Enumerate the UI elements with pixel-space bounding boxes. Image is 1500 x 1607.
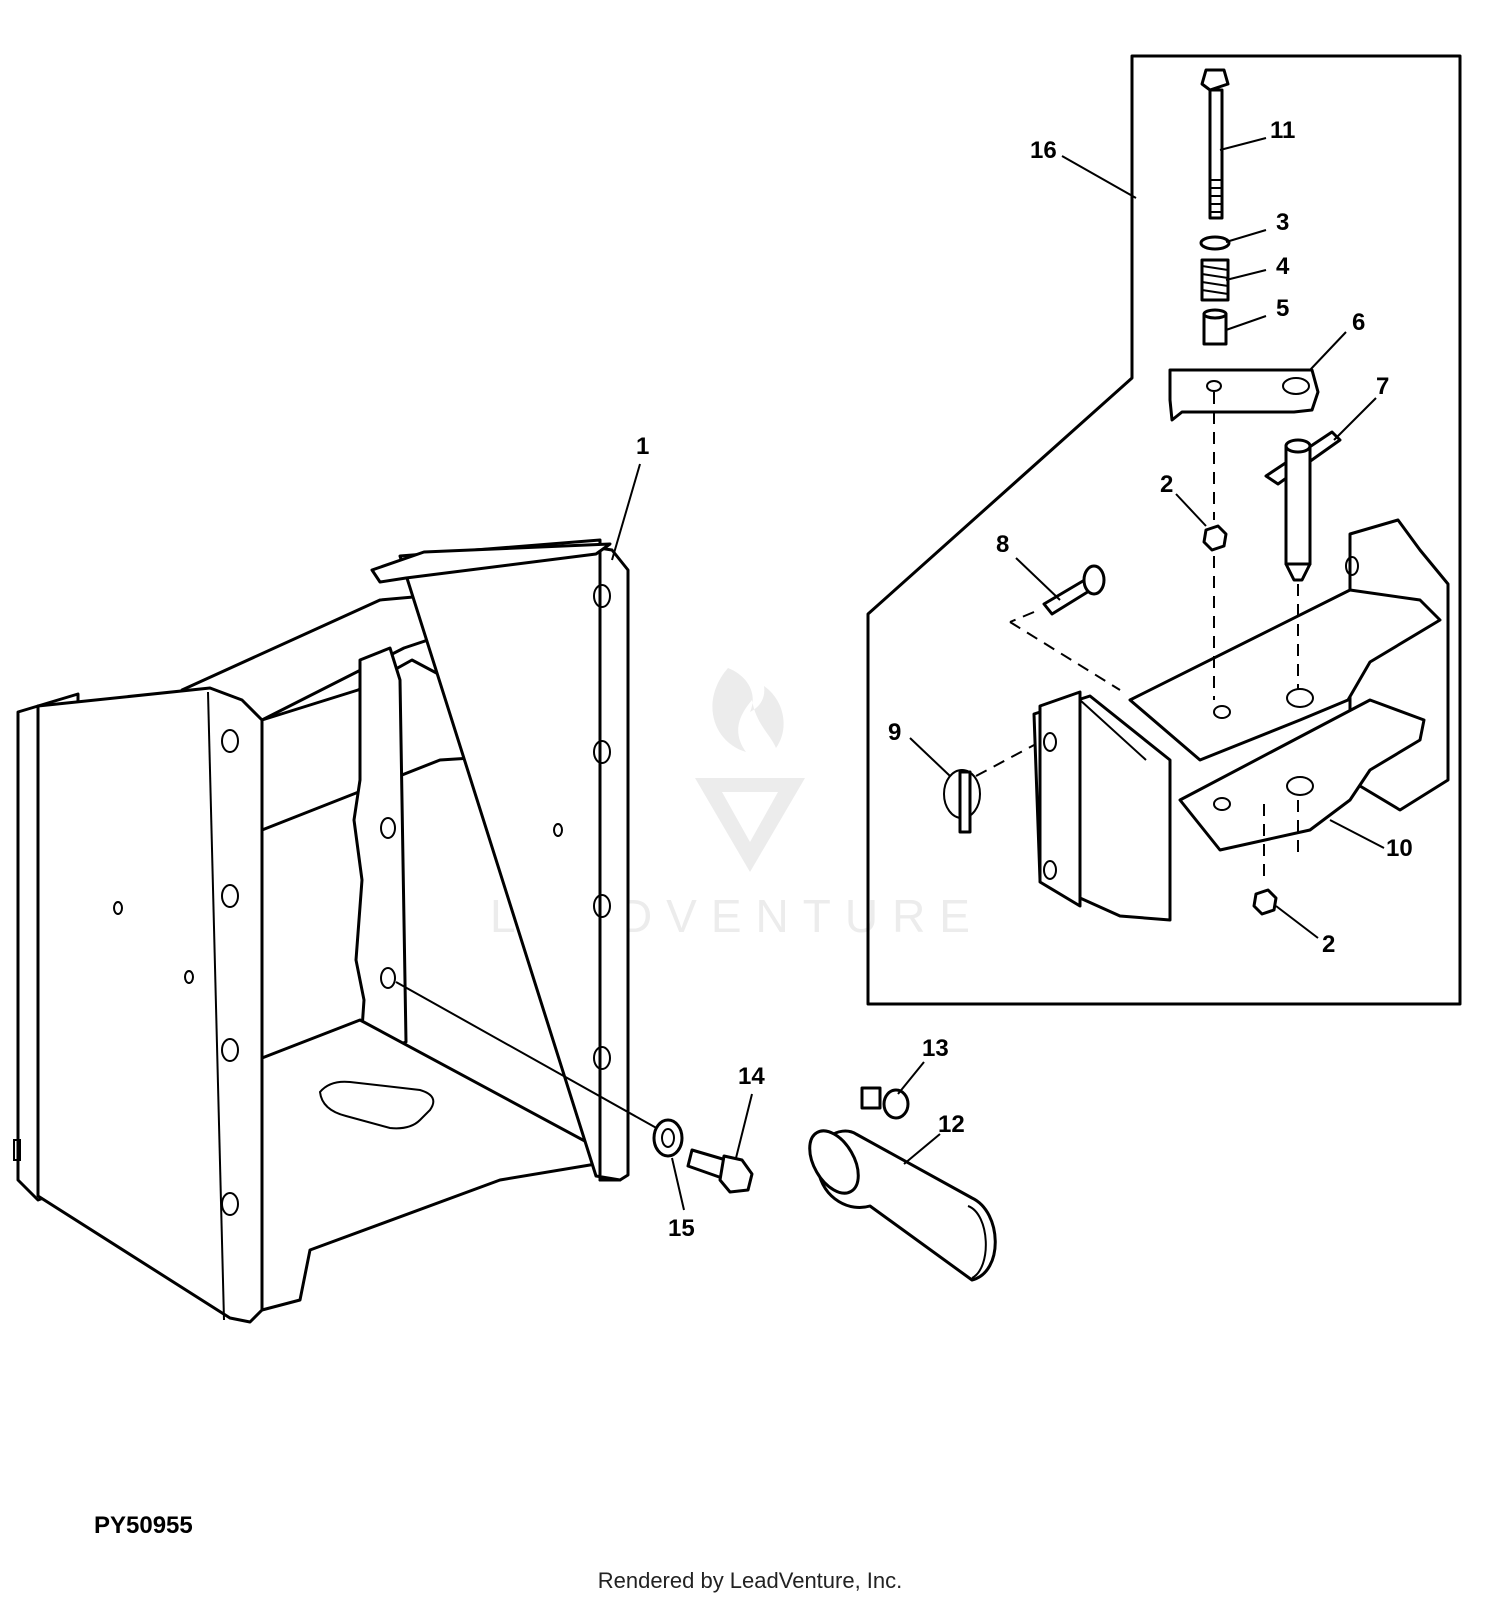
hand-grip-part bbox=[808, 1129, 997, 1282]
hitch-kit-outline bbox=[866, 54, 1462, 1006]
frame-assembly-part bbox=[13, 538, 661, 1324]
flat-washer-part bbox=[652, 1118, 684, 1158]
spring-part bbox=[1200, 258, 1230, 302]
figure-id: PY50955 bbox=[94, 1512, 193, 1539]
cap-screw-part bbox=[686, 1148, 754, 1194]
callout-6: 6 bbox=[1352, 309, 1365, 336]
spacer-part bbox=[1202, 308, 1228, 346]
callout-labels: 1 2 2 3 4 5 6 7 8 9 10 11 12 13 14 15 16 bbox=[636, 117, 1413, 1242]
long-bolt-part bbox=[1200, 68, 1230, 220]
washer-part bbox=[1199, 235, 1231, 251]
callout-8: 8 bbox=[996, 531, 1009, 558]
hitch-bracket-part bbox=[1032, 518, 1450, 922]
callout-16: 16 bbox=[1030, 137, 1057, 164]
callout-2-upper: 2 bbox=[1160, 471, 1173, 498]
callout-11: 11 bbox=[1270, 117, 1295, 144]
lynch-pin-part bbox=[943, 769, 981, 834]
callout-1: 1 bbox=[636, 433, 649, 460]
callout-3: 3 bbox=[1276, 209, 1289, 236]
callout-2-lower: 2 bbox=[1322, 931, 1335, 958]
callout-7: 7 bbox=[1376, 373, 1389, 400]
hex-nut-lower-part bbox=[1252, 888, 1278, 916]
callout-4: 4 bbox=[1276, 253, 1290, 280]
leader-lines bbox=[611, 137, 1385, 1211]
assembly-guide-lines bbox=[975, 392, 1299, 880]
knob-screw-part bbox=[860, 1086, 910, 1120]
callout-5: 5 bbox=[1276, 295, 1289, 322]
callout-14: 14 bbox=[738, 1063, 765, 1090]
callout-10: 10 bbox=[1386, 835, 1413, 862]
rendered-by-footer: Rendered by LeadVenture, Inc. bbox=[597, 1568, 903, 1593]
lock-pin-part bbox=[1264, 430, 1342, 582]
callout-13: 13 bbox=[922, 1035, 949, 1062]
callout-15: 15 bbox=[668, 1215, 695, 1242]
callout-12: 12 bbox=[938, 1111, 965, 1138]
hex-nut-upper-part bbox=[1202, 524, 1228, 552]
callout-9: 9 bbox=[888, 719, 901, 746]
clevis-pin-part bbox=[1042, 564, 1106, 616]
latch-plate-part bbox=[1168, 368, 1320, 422]
